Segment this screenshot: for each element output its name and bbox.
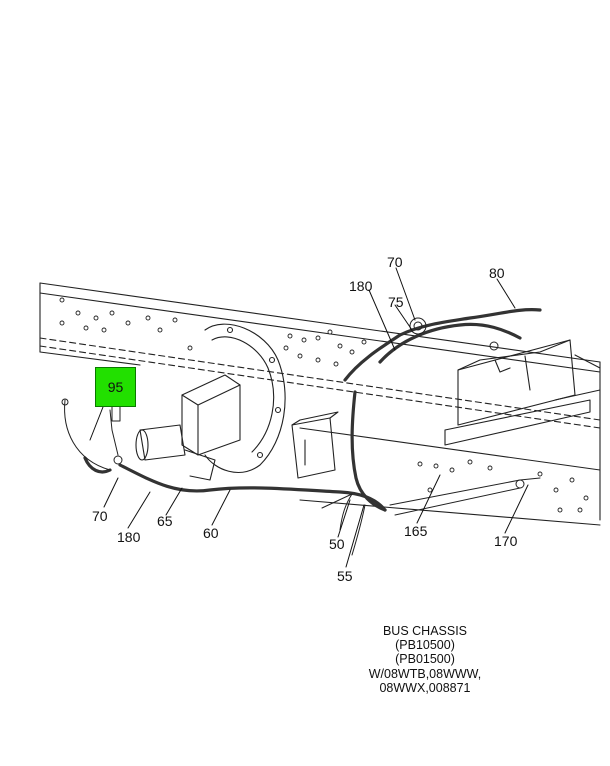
- callout-180-left[interactable]: 180: [117, 529, 141, 545]
- caption-line-3: (PB01500): [395, 652, 455, 667]
- callout-180-top[interactable]: 180: [349, 278, 373, 294]
- callout-165[interactable]: 165: [404, 523, 428, 539]
- callout-50[interactable]: 50: [329, 536, 345, 552]
- callout-55[interactable]: 55: [337, 568, 353, 584]
- callout-70-top[interactable]: 70: [387, 254, 403, 270]
- battery-box: [444, 339, 601, 446]
- wiring-harness: [83, 308, 542, 512]
- caption-line-5: 08WWX,008871: [379, 680, 471, 695]
- leader-lines: [89, 267, 529, 568]
- callout-75[interactable]: 75: [388, 294, 404, 310]
- callout-80[interactable]: 80: [489, 265, 505, 281]
- callout-70-left[interactable]: 70: [92, 508, 108, 524]
- caption-line-1: BUS CHASSIS: [382, 624, 468, 638]
- callout-95-label: 95: [107, 379, 124, 395]
- frame-rail: [39, 282, 601, 526]
- flywheel-housing: [181, 323, 286, 473]
- callout-170[interactable]: 170: [494, 533, 518, 549]
- callout-60[interactable]: 60: [203, 525, 219, 541]
- starter-motor: [135, 424, 216, 481]
- callout-65[interactable]: 65: [157, 513, 173, 529]
- caption-line-4: W/08WTB,08WWW,: [368, 666, 482, 681]
- callout-95-highlight[interactable]: 95: [95, 367, 136, 407]
- electrical-module: [291, 411, 339, 479]
- caption-line-2: (PB10500): [395, 638, 455, 653]
- diagram-caption: BUS CHASSIS (PB10500) (PB01500) W/08WTB,…: [360, 624, 490, 695]
